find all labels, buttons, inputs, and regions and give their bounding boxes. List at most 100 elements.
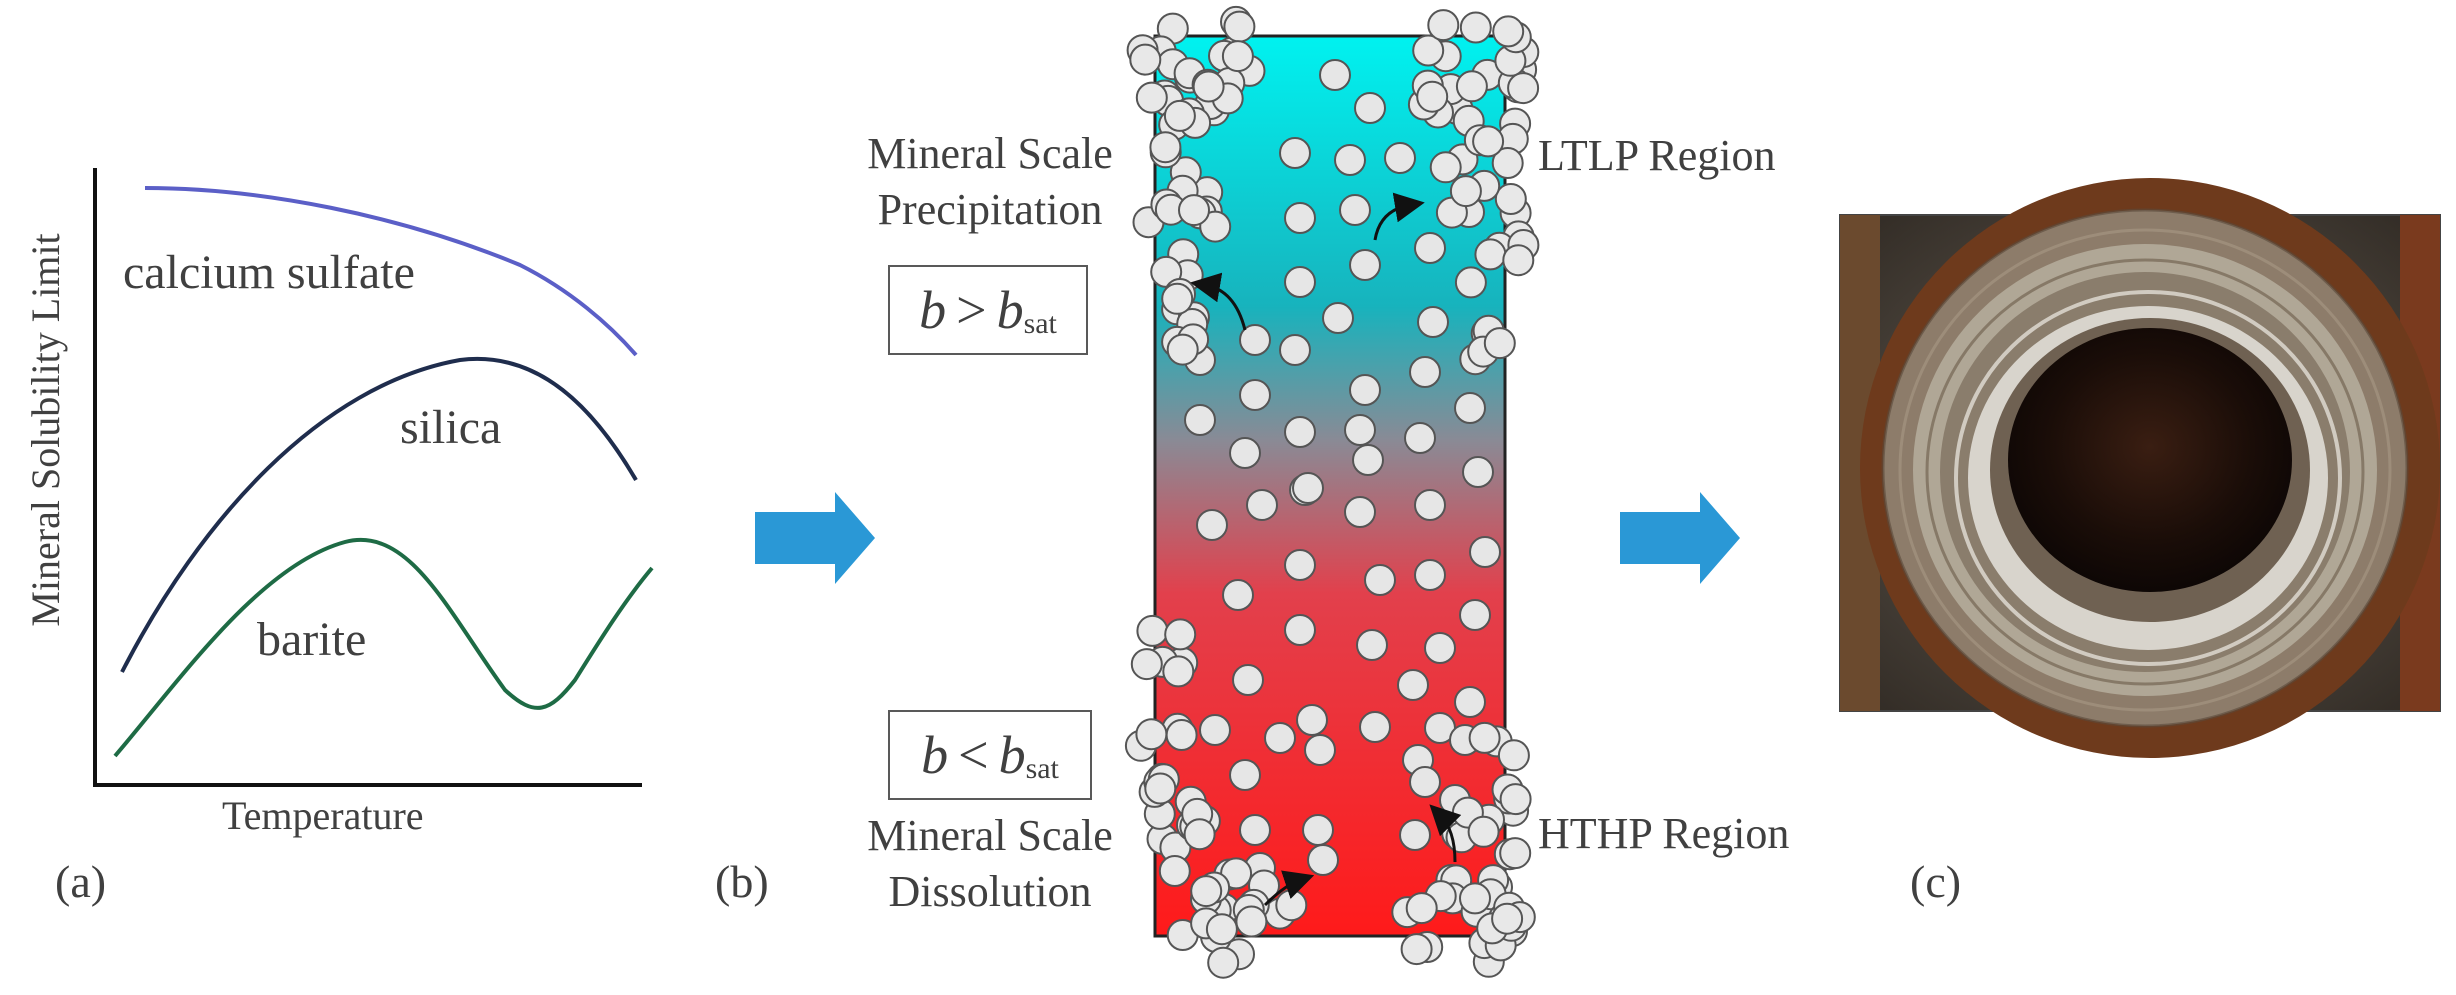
- scale-particle: [1235, 905, 1268, 938]
- fluid-particle: [1399, 819, 1431, 851]
- fluid-particle: [1292, 472, 1324, 504]
- silica-label: silica: [400, 401, 502, 454]
- scale-particle: [1135, 718, 1168, 751]
- fluid-particle: [1454, 686, 1486, 718]
- precipitation-label-line2: Precipitation: [877, 185, 1103, 234]
- scale-particle: [1467, 815, 1500, 848]
- solubility-axes: [93, 168, 642, 787]
- scale-particle: [1400, 933, 1433, 966]
- fluid-particle: [1417, 306, 1449, 338]
- fluid-particle: [1397, 669, 1429, 701]
- precipitation-label: Mineral Scale Precipitation: [840, 126, 1140, 238]
- eq-upper-rhs: b: [996, 280, 1024, 340]
- scale-particle: [1429, 151, 1462, 184]
- dissolution-label-line1: Mineral Scale: [867, 811, 1113, 860]
- scale-particle: [1499, 837, 1532, 870]
- fluid-particle: [1322, 302, 1354, 334]
- eq-upper-sub: sat: [1023, 307, 1057, 340]
- scale-particle: [1499, 783, 1532, 816]
- fluid-particle: [1196, 509, 1228, 541]
- fluid-particle: [1339, 194, 1371, 226]
- hthp-region-label: HTHP Region: [1538, 809, 1790, 858]
- scale-particle: [1449, 175, 1482, 208]
- dissolution-label: Mineral Scale Dissolution: [840, 808, 1140, 920]
- fluid-particle: [1239, 814, 1271, 846]
- fluid-particle: [1246, 489, 1278, 521]
- calcium-sulfate-label: calcium sulfate: [123, 246, 415, 299]
- scale-particle: [1162, 655, 1195, 688]
- scale-particle: [1483, 327, 1516, 360]
- scale-particle: [1144, 772, 1177, 805]
- scale-particle: [1507, 72, 1540, 105]
- flow-arrow-4: [1429, 804, 1462, 863]
- fluid-particle: [1409, 356, 1441, 388]
- fluid-particle: [1302, 814, 1334, 846]
- fluid-particle: [1352, 444, 1384, 476]
- scale-particle: [1163, 99, 1196, 132]
- fluid-particle: [1359, 711, 1391, 743]
- fluid-particle: [1344, 414, 1376, 446]
- fluid-particle: [1414, 559, 1446, 591]
- scale-particle: [1459, 11, 1492, 44]
- scale-particle: [1454, 266, 1487, 299]
- fluid-particle: [1232, 664, 1264, 696]
- dissolution-label-line2: Dissolution: [888, 867, 1092, 916]
- fluid-particle: [1284, 549, 1316, 581]
- fluid-particle: [1229, 437, 1261, 469]
- fluid-particle: [1284, 416, 1316, 448]
- fluid-particle: [1279, 334, 1311, 366]
- eq-lower-sub: sat: [1025, 752, 1059, 785]
- fluid-particle: [1409, 766, 1441, 798]
- fluid-particle: [1279, 137, 1311, 169]
- fluid-particle: [1304, 734, 1336, 766]
- scale-particle: [1497, 739, 1530, 772]
- fluid-particle: [1404, 422, 1436, 454]
- undersaturated-equation: b < b sat: [888, 710, 1092, 800]
- scale-particle: [1130, 648, 1163, 681]
- panel-c-letter: (c): [1910, 856, 1962, 907]
- scale-particle: [1129, 43, 1162, 76]
- precipitation-label-line1: Mineral Scale: [867, 129, 1113, 178]
- fluid-particle: [1344, 496, 1376, 528]
- fluid-particle: [1229, 759, 1261, 791]
- flow-arrow-1: [1190, 272, 1247, 331]
- fluid-particle: [1364, 564, 1396, 596]
- fluid-particle: [1239, 324, 1271, 356]
- scale-deposits: [1124, 5, 1540, 979]
- scale-particle: [1207, 946, 1240, 979]
- panel-a-letter: (a): [55, 856, 107, 907]
- eq-lower-var: b: [921, 725, 949, 785]
- fluid-particle: [1284, 266, 1316, 298]
- fluid-particle: [1454, 392, 1486, 424]
- fluid-particle: [1239, 379, 1271, 411]
- scale-particle: [1178, 194, 1210, 227]
- eq-upper-op: >: [956, 280, 987, 340]
- fluid-particle: [1284, 614, 1316, 646]
- fluid-particle: [1414, 232, 1446, 264]
- scale-particle: [1472, 125, 1505, 158]
- fluid-particle: [1356, 629, 1388, 661]
- flow-arrow-2: [1373, 192, 1425, 241]
- scale-particle: [1199, 210, 1232, 243]
- scale-particle: [1205, 913, 1238, 946]
- fluid-particle: [1462, 456, 1494, 488]
- fluid-particle: [1319, 59, 1351, 91]
- scale-particle: [1221, 40, 1254, 73]
- fluid-particle: [1199, 714, 1231, 746]
- calcium-sulfate-curve: [144, 186, 638, 357]
- right-arrow-2: [1620, 492, 1740, 584]
- fluid-particle: [1296, 704, 1328, 736]
- eq-lower-op: <: [958, 725, 989, 785]
- scale-particle: [1405, 892, 1438, 925]
- scale-particle: [1468, 721, 1501, 754]
- ltlp-region-label: LTLP Region: [1538, 131, 1776, 180]
- scale-particle: [1275, 889, 1308, 922]
- scale-particle: [1158, 855, 1191, 887]
- eq-lower-rhs: b: [998, 725, 1026, 785]
- fluid-particle: [1334, 144, 1366, 176]
- fluid-particle: [1384, 142, 1416, 174]
- scale-particle: [1491, 147, 1524, 179]
- scale-particle: [1149, 131, 1182, 164]
- scale-particle: [1223, 10, 1256, 43]
